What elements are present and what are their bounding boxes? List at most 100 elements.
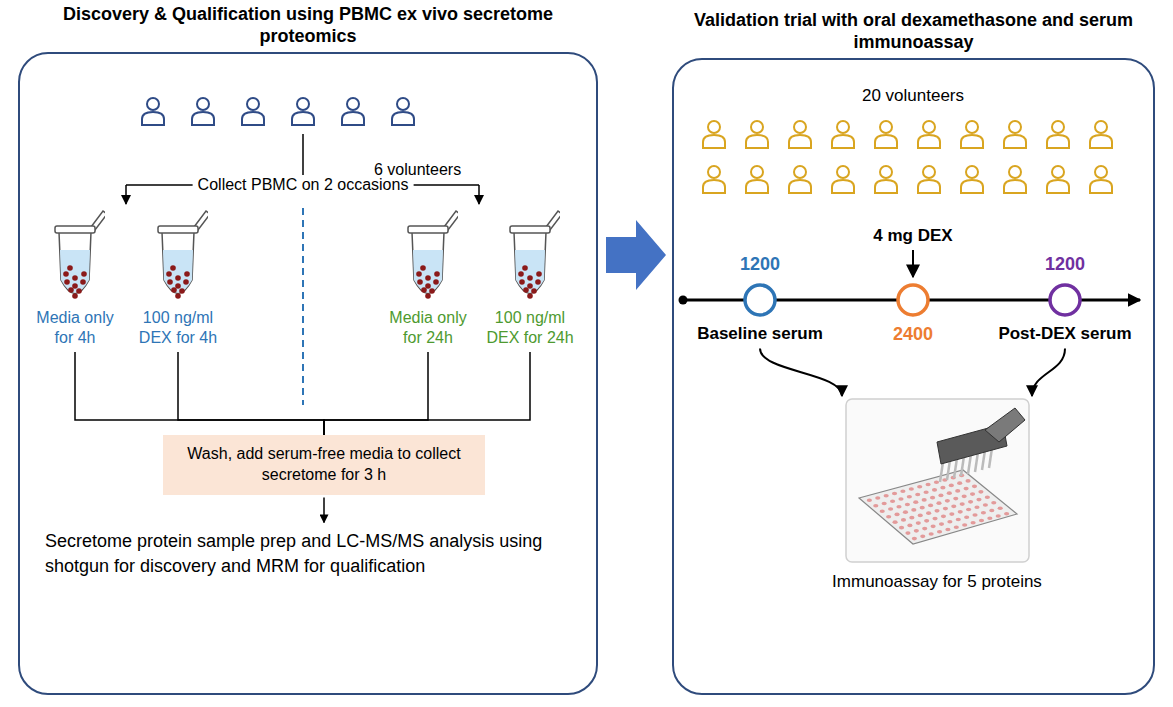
time-label: 1200: [685, 254, 835, 276]
plate-well: [892, 520, 897, 524]
timepoint-ring: [898, 285, 928, 315]
plate-well: [947, 520, 952, 524]
plate-well: [898, 526, 903, 530]
tube-rim: [408, 226, 448, 233]
cell-dot: [184, 271, 190, 277]
cell-dot: [183, 279, 189, 285]
timepoint-ring: [1050, 285, 1080, 315]
plate-well: [915, 521, 920, 525]
tube-liquid: [413, 250, 443, 293]
plate-well: [938, 522, 943, 526]
plate-well: [942, 507, 947, 511]
plate-well: [900, 489, 905, 493]
tube-drawing: [148, 208, 208, 308]
cell-dot: [536, 271, 542, 277]
tube-rim: [55, 226, 95, 233]
plate-well: [900, 518, 905, 522]
sample-tube: Media only for 4h: [25, 208, 125, 348]
condition-label: Media only for 4h: [25, 308, 125, 348]
split-arrow: [478, 185, 480, 204]
plate-well: [928, 532, 933, 536]
condition-label: 100 ng/ml DEX for 24h: [480, 308, 580, 348]
timepoint-ring: [740, 280, 780, 320]
plate-well: [906, 495, 911, 499]
cell-dot: [522, 265, 528, 271]
plate-well: [919, 506, 924, 510]
divider-line: [302, 208, 304, 405]
plate-well: [936, 530, 941, 534]
cell-dot: [64, 279, 70, 285]
person-icon: [292, 98, 314, 125]
sample-label: Baseline serum: [685, 324, 835, 344]
cell-dot: [68, 287, 74, 293]
panel-heading: Discovery & Qualification using PBMC ex …: [13, 4, 603, 48]
tube-body: [59, 232, 91, 294]
count-label: 20 volunteers: [862, 86, 964, 106]
person-icon: [918, 166, 940, 193]
condition-label: Media only for 24h: [378, 308, 478, 348]
cell-dot: [416, 271, 422, 277]
plate-well: [904, 503, 909, 507]
plate-well: [984, 496, 989, 500]
person-icon: [746, 166, 768, 193]
block-arrow: [606, 220, 666, 290]
cell-dot: [523, 287, 529, 293]
plate-well: [978, 519, 983, 523]
plate-well: [894, 513, 899, 517]
person-icon: [746, 121, 768, 148]
plate-well: [934, 509, 939, 513]
tube-drawing: [45, 208, 105, 308]
plate-well: [875, 496, 880, 500]
tube-rim: [510, 226, 550, 233]
person-icon: [875, 166, 897, 193]
plate-well: [866, 498, 871, 502]
pipette-tip: [940, 462, 943, 482]
plate-well: [891, 492, 896, 496]
plate-well: [927, 504, 932, 508]
cell-dot: [527, 293, 533, 299]
person-icon: [242, 98, 264, 125]
bracket-line: [178, 352, 324, 435]
cell-dot: [80, 279, 86, 285]
cell-dot: [420, 265, 426, 271]
plate-well: [940, 486, 945, 490]
plate-well: [955, 518, 960, 522]
tube-drawing: [398, 208, 458, 308]
plate-well: [881, 502, 886, 506]
person-icon: [192, 98, 214, 125]
plate-well: [961, 495, 966, 499]
plate-well: [987, 516, 992, 520]
immunoassay-picture: Immunoassay for 5 proteins: [817, 398, 1057, 592]
tube-body: [162, 232, 194, 294]
plate-well: [969, 492, 974, 496]
plate-well: [879, 509, 884, 513]
cell-dot: [433, 279, 439, 285]
cell-dot: [425, 283, 431, 289]
condition-label: 100 ng/ml DEX for 4h: [128, 308, 228, 348]
plate-well: [921, 498, 926, 502]
cell-dot: [175, 293, 181, 299]
person-icon: [703, 121, 725, 148]
cell-dot: [421, 287, 427, 293]
timepoint-circle: 2400: [868, 276, 958, 346]
plate-well: [917, 485, 922, 489]
plate-well: [970, 521, 975, 525]
plate-well: [967, 500, 972, 504]
tube-liquid: [163, 250, 193, 293]
tube-liquid: [60, 250, 90, 293]
plate-well: [959, 502, 964, 506]
split-arrow: [125, 185, 127, 204]
plate-well: [989, 509, 994, 513]
plate-well: [922, 527, 927, 531]
person-icon: [961, 121, 983, 148]
cell-dot: [76, 288, 82, 294]
plate-well: [963, 487, 968, 491]
cell-dot: [535, 279, 541, 285]
plate-well: [955, 489, 960, 493]
plate-well: [873, 504, 878, 508]
plate-well: [888, 507, 893, 511]
cell-dot: [417, 279, 423, 285]
cell-dot: [171, 287, 177, 293]
plate-well: [991, 501, 996, 505]
